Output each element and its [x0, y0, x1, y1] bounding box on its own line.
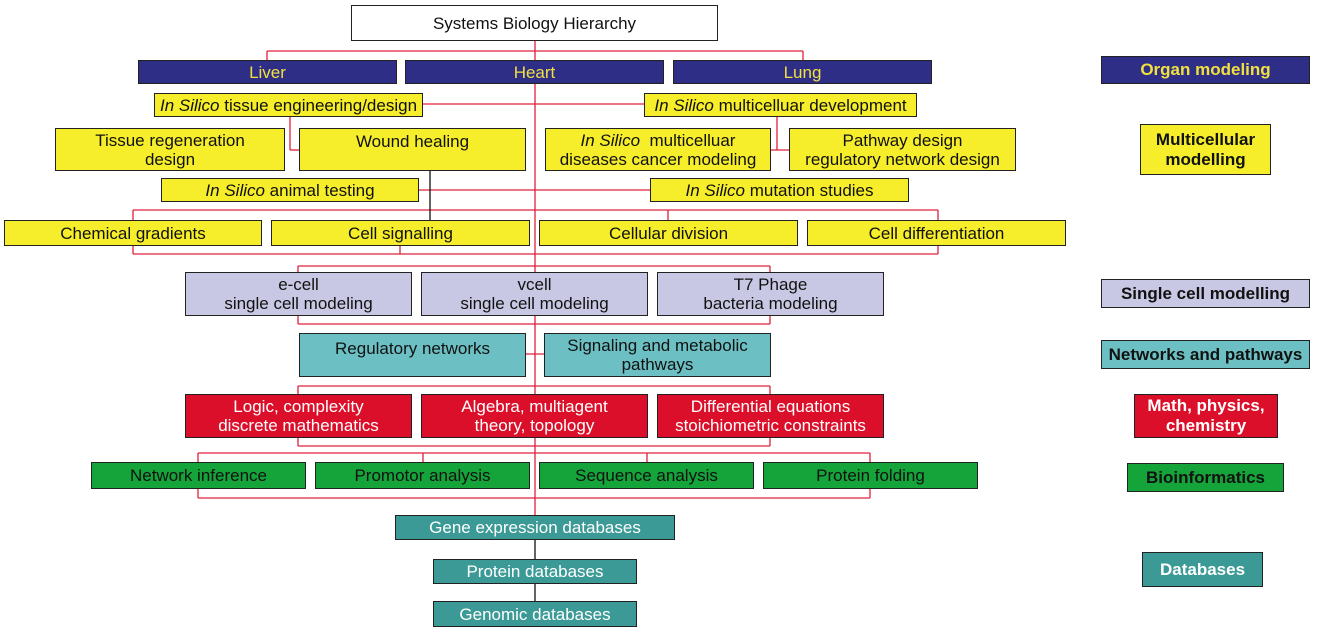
- t7-phage-box: T7 Phage bacteria modeling: [657, 272, 884, 316]
- organ-lung: Lung: [673, 60, 932, 84]
- signaling-pathways-line2: pathways: [621, 355, 694, 374]
- diagram-title: Systems Biology Hierarchy: [351, 5, 718, 41]
- pathway-design-line2: regulatory network design: [805, 149, 1000, 169]
- in-silico-label: In Silico: [159, 95, 220, 115]
- legend-single-cell-label: Single cell modelling: [1120, 283, 1291, 303]
- network-inference-label: Network inference: [129, 466, 267, 485]
- algebra-multiagent-line1: Algebra, multiagent: [461, 397, 608, 416]
- animal-testing-box: In Silico animal testing: [161, 178, 419, 202]
- cancer-modeling-line1: multicelluar: [640, 130, 736, 150]
- protein-databases-box: Protein databases: [433, 559, 637, 584]
- cancer-modeling-box: In Silico multicelluar diseases cancer m…: [545, 128, 771, 171]
- differential-equations-line2: stoichiometric constraints: [675, 416, 866, 435]
- network-inference-box: Network inference: [91, 462, 306, 489]
- regulatory-networks-box: Regulatory networks: [299, 333, 526, 377]
- pathway-design-line1: Pathway design: [842, 130, 963, 150]
- pathway-design-box: Pathway design regulatory network design: [789, 128, 1016, 171]
- sequence-analysis-box: Sequence analysis: [539, 462, 754, 489]
- animal-testing-label: animal testing: [264, 180, 375, 200]
- cellular-division-box: Cellular division: [539, 220, 798, 246]
- in-silico-label: In Silico: [205, 180, 265, 200]
- multicellular-development-label: multicelluar development: [713, 95, 907, 115]
- gene-expression-databases-label: Gene expression databases: [429, 518, 641, 537]
- cellular-division-label: Cellular division: [608, 223, 729, 243]
- mutation-studies-box: In Silico mutation studies: [650, 178, 909, 202]
- organ-heart-label: Heart: [513, 62, 556, 82]
- legend-math-line1: Math, physics,: [1147, 396, 1265, 415]
- legend-organ-label: Organ modeling: [1140, 60, 1271, 79]
- algebra-multiagent-box: Algebra, multiagent theory, topology: [421, 394, 648, 438]
- legend-multicellular-line2: modelling: [1165, 149, 1246, 169]
- in-silico-label: In Silico: [580, 130, 641, 150]
- tissue-regeneration-line2: design: [144, 149, 196, 169]
- regulatory-networks-label: Regulatory networks: [335, 339, 490, 358]
- wound-healing-box: Wound healing: [299, 128, 526, 171]
- t7-phage-line2: bacteria modeling: [703, 294, 838, 313]
- legend-multicellular-modelling: Multicellular modelling: [1140, 124, 1271, 175]
- logic-complexity-line1: Logic, complexity: [233, 397, 364, 416]
- protein-folding-label: Protein folding: [816, 466, 925, 485]
- differential-equations-line1: Differential equations: [690, 397, 851, 416]
- organ-liver: Liver: [138, 60, 397, 84]
- legend-networks-label: Networks and pathways: [1108, 344, 1303, 364]
- logic-complexity-line2: discrete mathematics: [218, 416, 379, 435]
- organ-liver-label: Liver: [249, 62, 286, 82]
- cancer-modeling-line2: diseases cancer modeling: [559, 149, 757, 169]
- vcell-line2: single cell modeling: [460, 294, 609, 313]
- in-silico-label: In Silico: [654, 95, 714, 115]
- vcell-line1: vcell: [517, 275, 552, 294]
- protein-databases-label: Protein databases: [466, 562, 604, 581]
- cell-differentiation-label: Cell differentiation: [868, 223, 1005, 243]
- differential-equations-box: Differential equations stoichiometric co…: [657, 394, 884, 438]
- algebra-multiagent-line2: theory, topology: [474, 416, 595, 435]
- legend-bioinformatics: Bioinformatics: [1127, 463, 1284, 492]
- mutation-studies-label: mutation studies: [745, 180, 874, 200]
- genomic-databases-label: Genomic databases: [459, 604, 611, 624]
- legend-organ-modeling: Organ modeling: [1101, 56, 1310, 84]
- legend-multicellular-line1: Multicellular: [1155, 129, 1256, 149]
- legend-db-label: Databases: [1159, 559, 1246, 579]
- signaling-pathways-line1: Signaling and metabolic: [567, 336, 748, 355]
- ecell-line1: e-cell: [278, 275, 319, 294]
- t7-phage-line1: T7 Phage: [733, 275, 808, 294]
- legend-databases: Databases: [1142, 552, 1263, 587]
- logic-complexity-box: Logic, complexity discrete mathematics: [185, 394, 412, 438]
- gene-expression-databases-box: Gene expression databases: [395, 515, 675, 540]
- organ-lung-label: Lung: [783, 62, 822, 82]
- genomic-databases-box: Genomic databases: [433, 601, 637, 627]
- protein-folding-box: Protein folding: [763, 462, 978, 489]
- tissue-regeneration-box: Tissue regeneration design: [55, 128, 285, 171]
- promotor-analysis-label: Promotor analysis: [354, 466, 491, 485]
- multicellular-development-box: In Silico multicelluar development: [644, 93, 917, 117]
- tissue-engineering-box: In Silico tissue engineering/design: [154, 93, 423, 117]
- vcell-box: vcell single cell modeling: [421, 272, 648, 316]
- cell-differentiation-box: Cell differentiation: [807, 220, 1066, 246]
- legend-networks-pathways: Networks and pathways: [1101, 340, 1310, 369]
- cell-signalling-box: Cell signalling: [271, 220, 530, 246]
- legend-single-cell-modelling: Single cell modelling: [1101, 279, 1310, 308]
- sequence-analysis-label: Sequence analysis: [575, 466, 718, 485]
- legend-math-physics-chemistry: Math, physics, chemistry: [1134, 394, 1278, 438]
- chemical-gradients-label: Chemical gradients: [60, 223, 206, 243]
- signaling-pathways-box: Signaling and metabolic pathways: [544, 333, 771, 377]
- chemical-gradients-box: Chemical gradients: [4, 220, 262, 246]
- ecell-box: e-cell single cell modeling: [185, 272, 412, 316]
- title-text: Systems Biology Hierarchy: [432, 13, 637, 33]
- organ-heart: Heart: [405, 60, 664, 84]
- in-silico-label: In Silico: [685, 180, 745, 200]
- legend-math-line2: chemistry: [1165, 416, 1247, 435]
- cell-signalling-label: Cell signalling: [348, 223, 453, 243]
- tissue-regeneration-line1: Tissue regeneration: [95, 130, 245, 150]
- legend-bio-label: Bioinformatics: [1145, 467, 1266, 487]
- tissue-engineering-label: tissue engineering/design: [219, 95, 418, 115]
- promotor-analysis-box: Promotor analysis: [315, 462, 530, 489]
- ecell-line2: single cell modeling: [224, 294, 373, 313]
- wound-healing-label: Wound healing: [355, 132, 470, 151]
